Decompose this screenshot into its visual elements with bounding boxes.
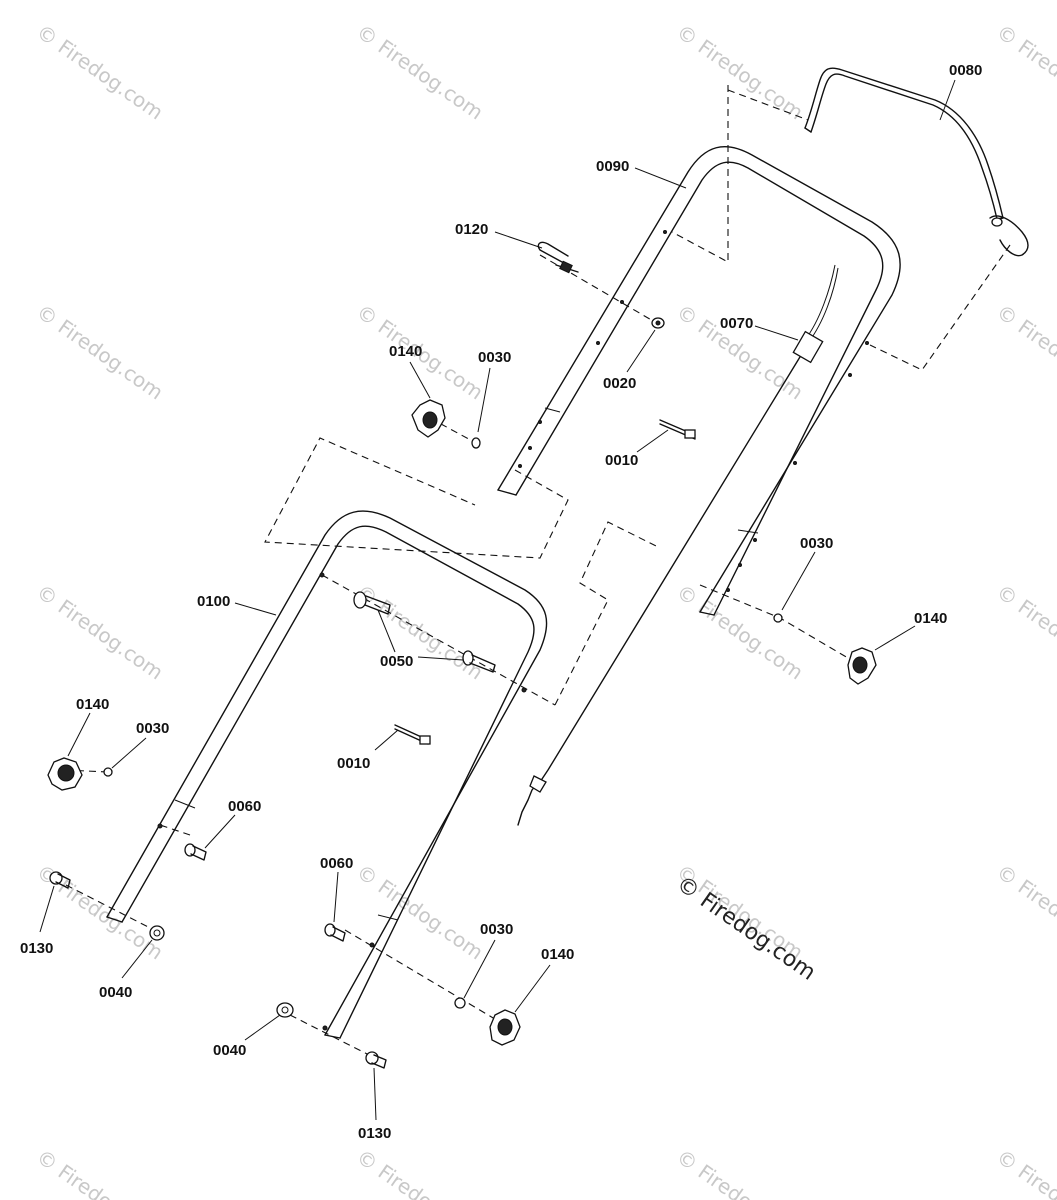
label-0130: 0130	[20, 940, 53, 957]
label-0020: 0020	[603, 375, 636, 392]
label-0060: 0060	[320, 855, 353, 872]
label-0010: 0010	[337, 755, 370, 772]
label-0030: 0030	[136, 720, 169, 737]
label-0140: 0140	[76, 696, 109, 713]
label-0040: 0040	[99, 984, 132, 1001]
label-0010: 0010	[605, 452, 638, 469]
part-0050-bolt	[353, 591, 496, 673]
label-0070: 0070	[720, 315, 753, 332]
label-0120: 0120	[455, 221, 488, 238]
label-0080: 0080	[949, 62, 982, 79]
part-0100-lower-handle	[106, 510, 548, 1039]
watermark: © Firedog.com	[32, 1144, 168, 1200]
watermark: © Firedog.com	[992, 859, 1057, 964]
label-0050: 0050	[380, 653, 413, 670]
watermark: © Firedog.com	[32, 579, 168, 684]
watermark: © Firedog.com	[992, 299, 1057, 404]
watermark: © Firedog.com	[32, 299, 168, 404]
label-0140: 0140	[541, 946, 574, 963]
watermark: © Firedog.com	[672, 19, 808, 124]
label-0140: 0140	[389, 343, 422, 360]
label-0060: 0060	[228, 798, 261, 815]
leader-lines	[39, 79, 956, 1121]
label-0140: 0140	[914, 610, 947, 627]
part-0090-upper-handle	[497, 146, 901, 616]
label-0030: 0030	[478, 349, 511, 366]
label-0030: 0030	[800, 535, 833, 552]
watermark: © Firedog.com	[992, 19, 1057, 124]
watermark: © Firedog.com	[352, 1144, 488, 1200]
label-0100: 0100	[197, 593, 230, 610]
watermark: © Firedog.com	[992, 579, 1057, 684]
watermark-layer: © Firedog.com © Firedog.com © Firedog.co…	[32, 19, 1057, 1200]
watermark: © Firedog.com	[992, 1144, 1057, 1200]
label-0090: 0090	[596, 158, 629, 175]
part-0060-bolt	[184, 843, 346, 942]
part-number-labels: 0080 0090 0120 0070 0140 0030 0020 0010 …	[20, 62, 982, 1142]
watermark: © Firedog.com	[352, 19, 488, 124]
part-0070-control-cable	[517, 264, 839, 826]
label-0040: 0040	[213, 1042, 246, 1059]
part-0130-bolt	[49, 871, 387, 1069]
watermark: © Firedog.com	[352, 579, 488, 684]
part-0140-knob	[47, 399, 877, 1046]
watermark: © Firedog.com	[32, 19, 168, 124]
watermark: © Firedog.com	[672, 1144, 808, 1200]
watermark: © Firedog.com	[672, 579, 808, 684]
part-0040-nut	[149, 925, 294, 1018]
part-0120-clip	[537, 241, 579, 274]
part-0020-nut	[651, 317, 665, 329]
copyright-text: © Firedog.com	[672, 871, 820, 985]
part-0010-bolt	[394, 419, 696, 745]
label-0030: 0030	[480, 921, 513, 938]
part-0030-washer	[103, 437, 783, 1009]
part-0080-control-bail	[804, 67, 1029, 257]
label-0130: 0130	[358, 1125, 391, 1142]
assembly-dashed-lines	[64, 85, 1011, 1059]
